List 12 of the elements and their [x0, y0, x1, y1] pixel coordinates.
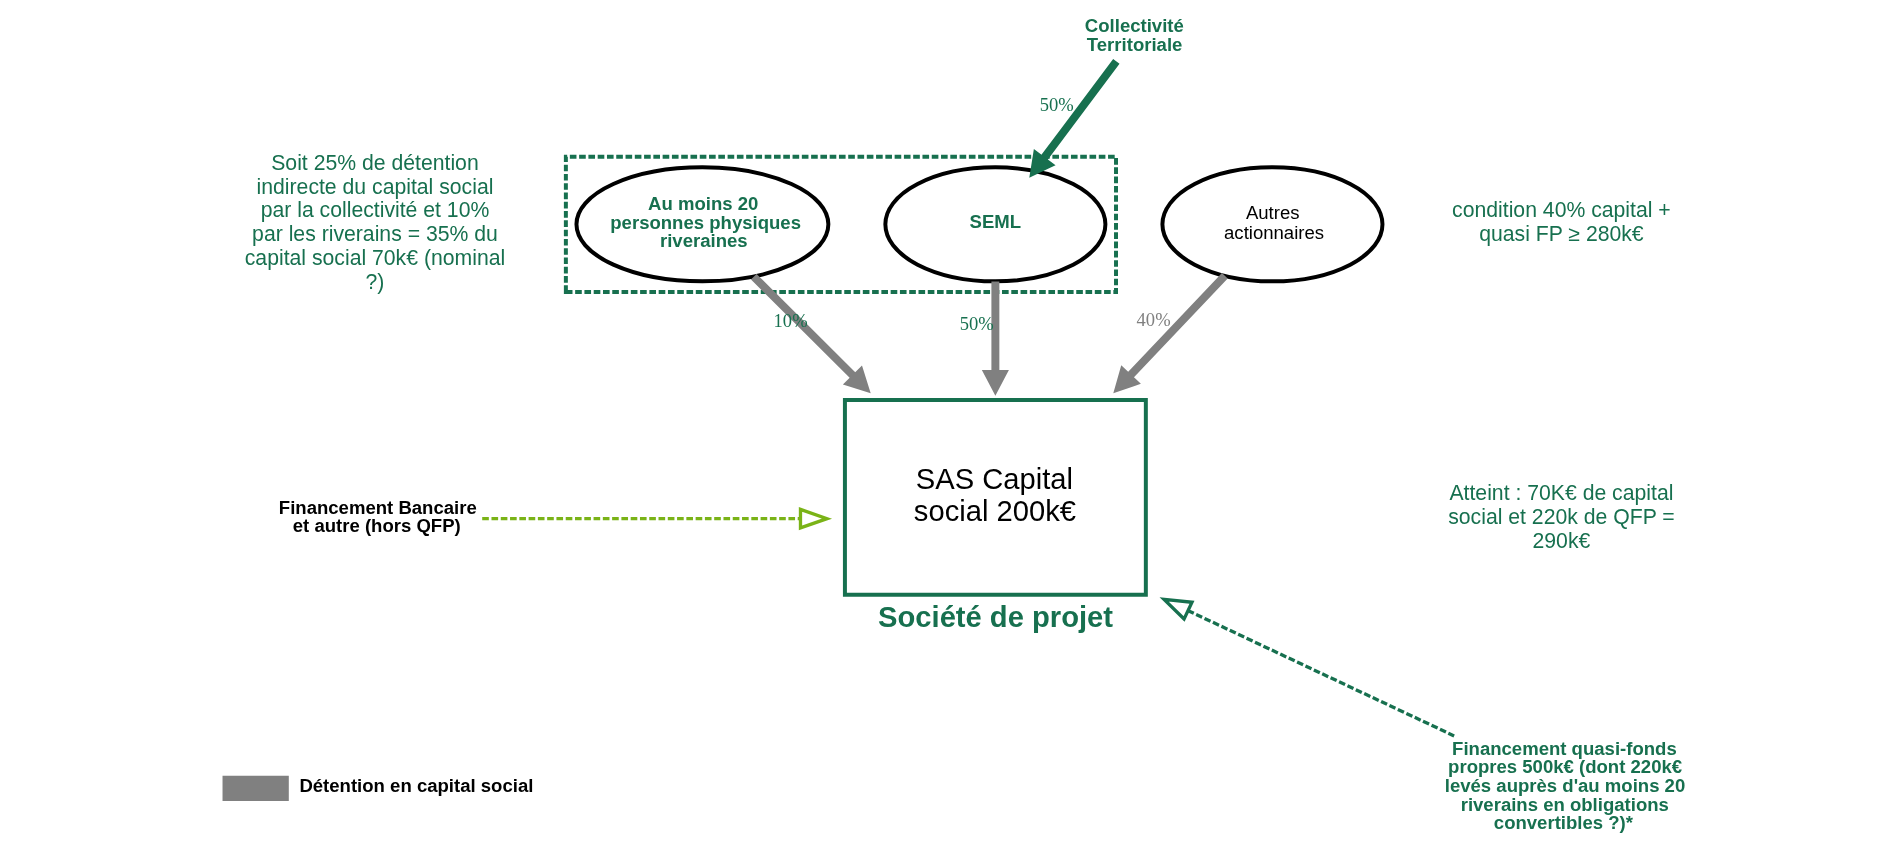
label: condition 40% capital + quasi FP ≥ 280k€ [1452, 198, 1671, 246]
edge-label: 50% [1039, 94, 1074, 116]
node-text: Collectivité Territoriale [1084, 15, 1184, 55]
edge-label: 40% [1136, 309, 1171, 331]
legend-label: Détention en capital social [299, 774, 534, 796]
label: Atteint : 70K€ de capital social et 220k de QFP = 290k€ [1448, 480, 1675, 552]
node-text: Financement quasi-fonds propres 500k€ (dont 220k€ levés auprès d'au moins 20 riverains en obligations convertibles ?)* [1444, 737, 1686, 834]
edge-label: 10% [773, 309, 808, 331]
edge-label: 50% [959, 312, 994, 334]
node-label: Société de projet [878, 600, 1113, 633]
node-text: Financement Bancaire et autre (hors QFP) [278, 496, 477, 537]
label: Soit 25% de détention indirecte du capital social par la collectivité et 10% par les riverains = 35% du capital social 70k€ (nominal ?) [244, 150, 506, 294]
